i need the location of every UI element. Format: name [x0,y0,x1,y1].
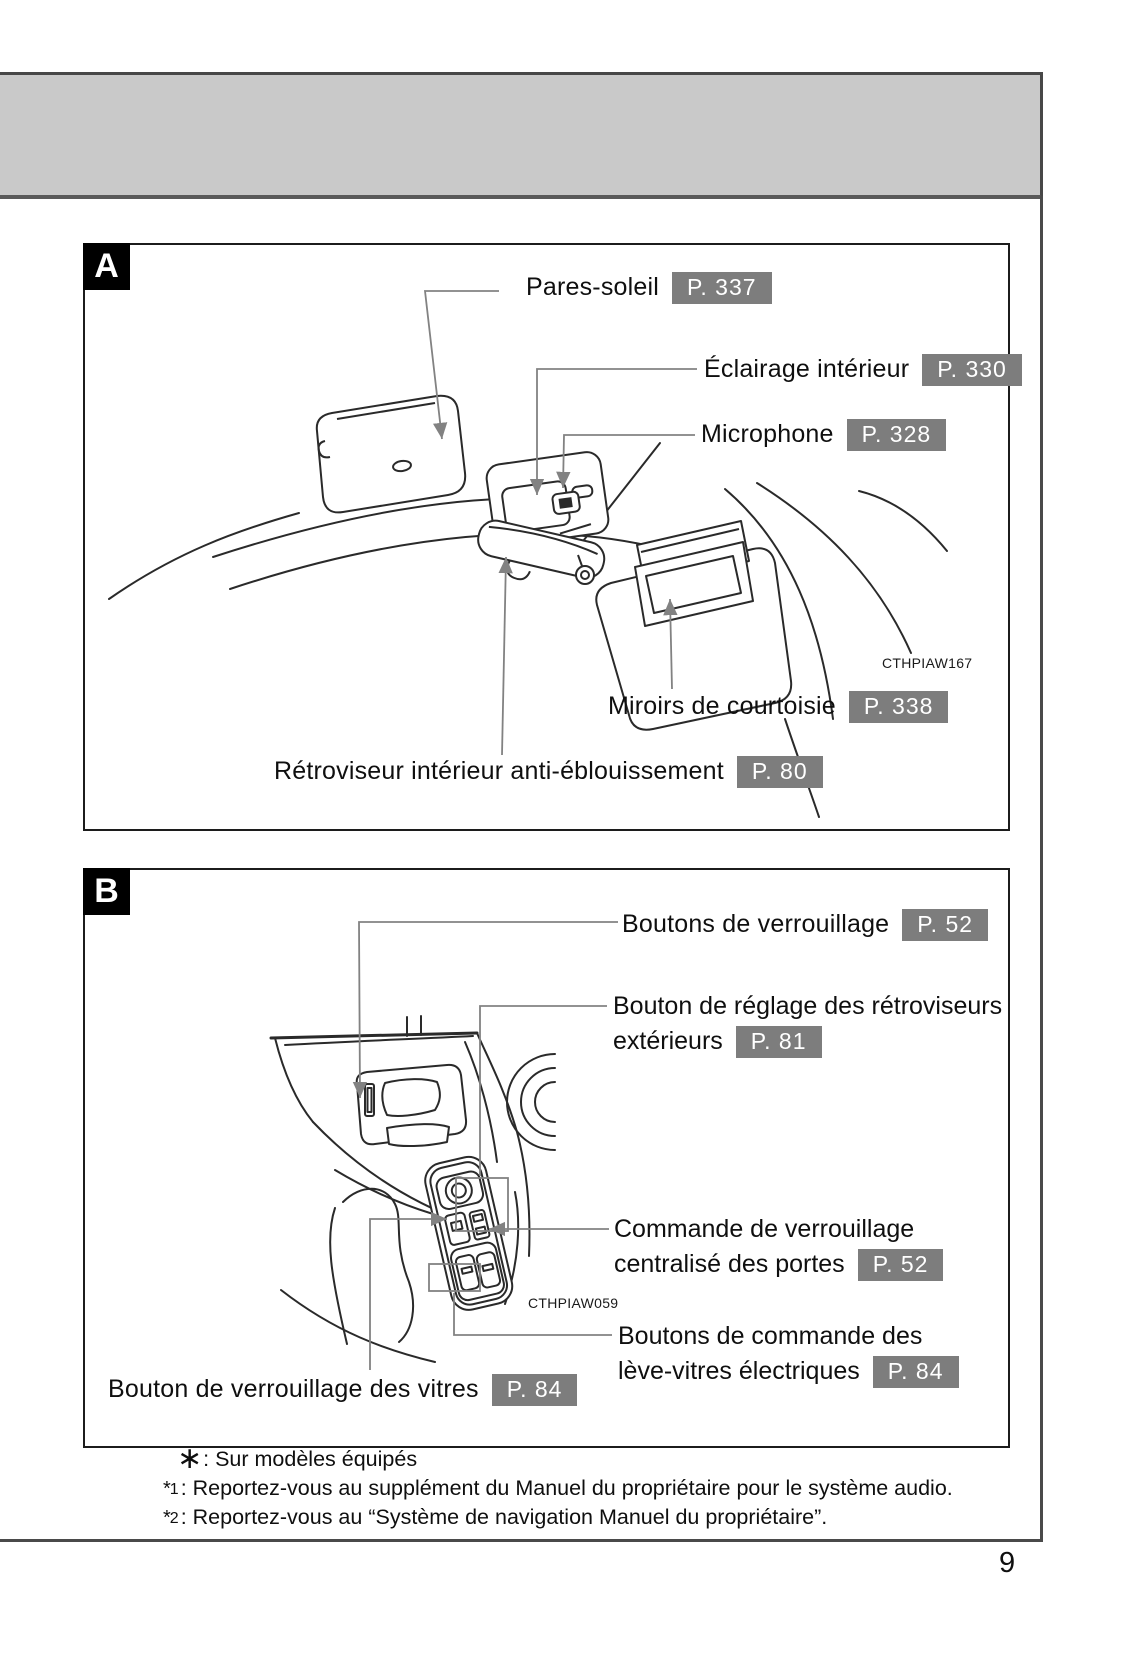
page-number: 9 [999,1547,1016,1579]
asterisk-symbol: * [163,1507,171,1529]
door-panel-lines [269,1015,556,1363]
page-ref-badge: P. 338 [848,690,949,723]
callout-leve-vitres: Boutons de commande des lève-vitres élec… [618,1319,959,1389]
footnote-text: : Reportez-vous au “Système de navigatio… [180,1505,828,1529]
diagram-b-box: B [83,868,1010,1448]
page-right-rule [1040,196,1043,1542]
footnote-star2: *2: Reportez-vous au “Système de navigat… [163,1505,953,1530]
callout-commande-verrouillage: Commande de verrouillage centralisé des … [614,1212,944,1282]
chapter-header-band [0,72,1043,199]
callout-label: Pares-soleil [526,273,660,301]
door-controls-illustration [269,921,618,1370]
asterisk-symbol: * [163,1478,171,1500]
callout-reglage-retroviseurs: Bouton de réglage des rétroviseurs extér… [613,989,1002,1059]
page-bottom-rule [0,1539,1043,1542]
callout-label: Miroirs de courtoisie [608,692,836,720]
callout-label: Bouton de verrouillage des vitres [108,1375,479,1403]
callout-miroirs-courtoisie: Miroirs de courtoisie P. 338 [608,689,949,724]
page-ref-badge: P. 80 [736,755,823,788]
page-ref-badge: P. 328 [846,418,947,451]
overhead-console [485,451,610,547]
image-code-b: CTHPIAW059 [528,1295,619,1311]
section-marker-a: A [83,243,130,290]
page-ref-badge: P. 84 [872,1355,959,1388]
callout-eclairage-interieur: Éclairage intérieur P. 330 [704,352,1022,387]
callout-verrouillage-vitres: Bouton de verrouillage des vitres P. 84 [108,1372,578,1407]
page-ref-badge: P. 337 [672,271,772,304]
leader-lines-b [352,921,618,1370]
callout-label-line2: centralisé des portes [614,1250,845,1278]
microphone-unit [551,490,581,515]
callout-label-line1: Commande de verrouillage [614,1215,915,1243]
callout-label: Microphone [701,420,834,448]
image-code-a: CTHPIAW167 [882,655,973,671]
leader-lines-a [423,290,697,756]
footnote-text: : Reportez-vous au supplément du Manuel … [180,1476,953,1500]
page-ref-badge: P. 52 [902,908,989,941]
callout-label: Éclairage intérieur [704,355,910,383]
callout-label-line1: Bouton de réglage des rétroviseurs [613,992,1003,1020]
footnote-star: ∗: Sur modèles équipés [163,1442,953,1475]
page-ref-badge: P. 84 [491,1373,578,1406]
callout-retroviseur-interieur: Rétroviseur intérieur anti-éblouissement… [274,754,823,789]
overhead-console-illustration [108,290,948,818]
footnotes: ∗: Sur modèles équipés *1: Reportez-vous… [163,1442,953,1530]
callout-microphone: Microphone P. 328 [701,417,947,452]
left-sun-visor [315,394,467,514]
page-ref-badge: P. 330 [922,353,1022,386]
footnote-star1: *1: Reportez-vous au supplément du Manue… [163,1476,953,1501]
callout-boutons-verrouillage: Boutons de verrouillage P. 52 [622,907,989,942]
diagram-a-box: A [83,243,1022,831]
footnote-sup: 2 [169,1510,179,1527]
door-handle [355,1063,468,1148]
callout-label: Rétroviseur intérieur anti-éblouissement [274,757,724,785]
page-ref-badge: P. 81 [735,1025,822,1058]
section-marker-b: B [83,868,130,915]
callout-label-line2: lève-vitres électriques [618,1357,860,1385]
callout-label-line2: extérieurs [613,1027,723,1055]
asterisk-symbol: ∗ [177,1442,203,1475]
callout-label: Boutons de verrouillage [622,910,890,938]
callout-label-line1: Boutons de commande des [618,1322,923,1350]
footnote-text: : Sur modèles équipés [203,1447,418,1471]
page-ref-badge: P. 52 [857,1248,944,1281]
footnote-sup: 1 [169,1481,179,1498]
callout-pares-soleil: Pares-soleil P. 337 [526,270,772,305]
